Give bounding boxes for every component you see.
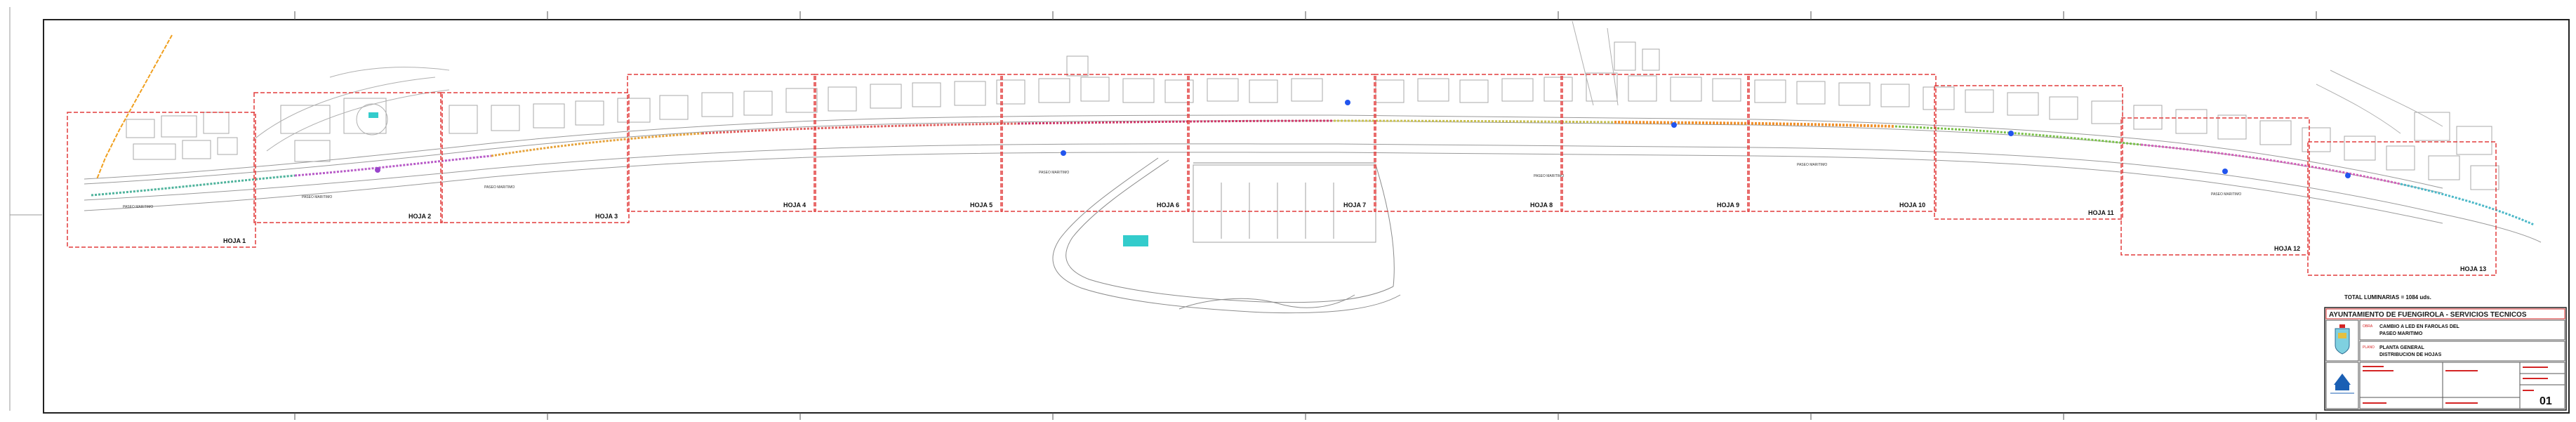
services-logo-icon [2330, 374, 2354, 394]
sheet-label-10: HOJA 10 [1899, 202, 1925, 209]
sheet-box-11 [1934, 85, 2123, 220]
sheet-box-5 [814, 74, 1003, 212]
sheet-boxes [67, 74, 2497, 276]
sheet-box-12 [2120, 117, 2310, 256]
sheet-label-8: HOJA 8 [1530, 202, 1553, 209]
harbour-breakwater [1052, 157, 1401, 314]
sheet-label-3: HOJA 3 [595, 213, 618, 220]
sheet-label-7: HOJA 7 [1343, 202, 1366, 209]
sheet-label-4: HOJA 4 [783, 202, 806, 209]
svg-text:PASEO MARITIMO: PASEO MARITIMO [302, 195, 332, 199]
sheet-box-13 [2307, 141, 2497, 276]
sheet-box-8 [1374, 74, 1563, 212]
svg-text:PLANO: PLANO [2363, 345, 2375, 350]
sheet-label-2: HOJA 2 [409, 213, 431, 220]
svg-text:PASEO MARITIMO: PASEO MARITIMO [1534, 174, 1564, 178]
sheet-label-9: HOJA 9 [1717, 202, 1739, 209]
sheet-label-12: HOJA 12 [2274, 245, 2300, 252]
coastline [84, 143, 2542, 243]
svg-text:PASEO MARITIMO: PASEO MARITIMO [123, 205, 153, 209]
luminaire-route [91, 100, 2535, 226]
project-title-line2: PASEO MARITIMO [2379, 331, 2423, 336]
svg-text:PASEO MARITIMO: PASEO MARITIMO [2211, 192, 2241, 197]
street-labels: PASEO MARITIMO PASEO MARITIMO PASEO MARI… [123, 163, 2241, 209]
frame-ticks [294, 11, 2317, 420]
sheet-labels: HOJA 1 HOJA 2 HOJA 3 HOJA 4 HOJA 5 HOJA … [223, 202, 2486, 272]
sheet-box-3 [440, 92, 630, 223]
plan-title-line1: PLANTA GENERAL [2379, 345, 2425, 350]
pool-highlight-port [1123, 235, 1148, 246]
svg-text:PASEO MARITIMO: PASEO MARITIMO [1039, 171, 1069, 175]
drawing-frame [43, 19, 2570, 414]
sheet-box-1 [67, 112, 256, 248]
total-luminaires-note: TOTAL LUMINARIAS = 1084 uds. [2344, 294, 2431, 301]
sheet-box-2 [253, 92, 443, 223]
plan-title-line2: DISTRIBUCION DE HOJAS [2379, 352, 2442, 357]
sheet-label-6: HOJA 6 [1157, 202, 1179, 209]
title-block: AYUNTAMIENTO DE FUENGIROLA - SERVICIOS T… [2324, 307, 2567, 411]
sheet-box-9 [1560, 74, 1750, 212]
sheet-label-1: HOJA 1 [223, 237, 246, 244]
svg-text:OBRA: OBRA [2363, 324, 2373, 329]
municipal-crest-icon [2335, 324, 2350, 355]
sheet-label-13: HOJA 13 [2460, 265, 2486, 272]
svg-text:PASEO MARITIMO: PASEO MARITIMO [484, 185, 514, 190]
sheet-box-7 [1187, 74, 1376, 212]
sheet-label-11: HOJA 11 [2088, 209, 2114, 216]
pool-highlight [369, 112, 378, 118]
sheet-label-5: HOJA 5 [970, 202, 992, 209]
sheet-number: 01 [2540, 395, 2552, 407]
project-title-line1: CAMBIO A LED EN FAROLAS DEL [2379, 324, 2460, 329]
base-map [84, 20, 2542, 314]
title-block-header: AYUNTAMIENTO DE FUENGIROLA - SERVICIOS T… [2329, 311, 2527, 319]
access-road-highlight [96, 34, 173, 180]
sheet-box-10 [1747, 74, 1937, 212]
sheet-box-4 [627, 74, 816, 212]
svg-text:PASEO MARITIMO: PASEO MARITIMO [1797, 163, 1827, 167]
sheet-box-6 [1000, 74, 1190, 212]
